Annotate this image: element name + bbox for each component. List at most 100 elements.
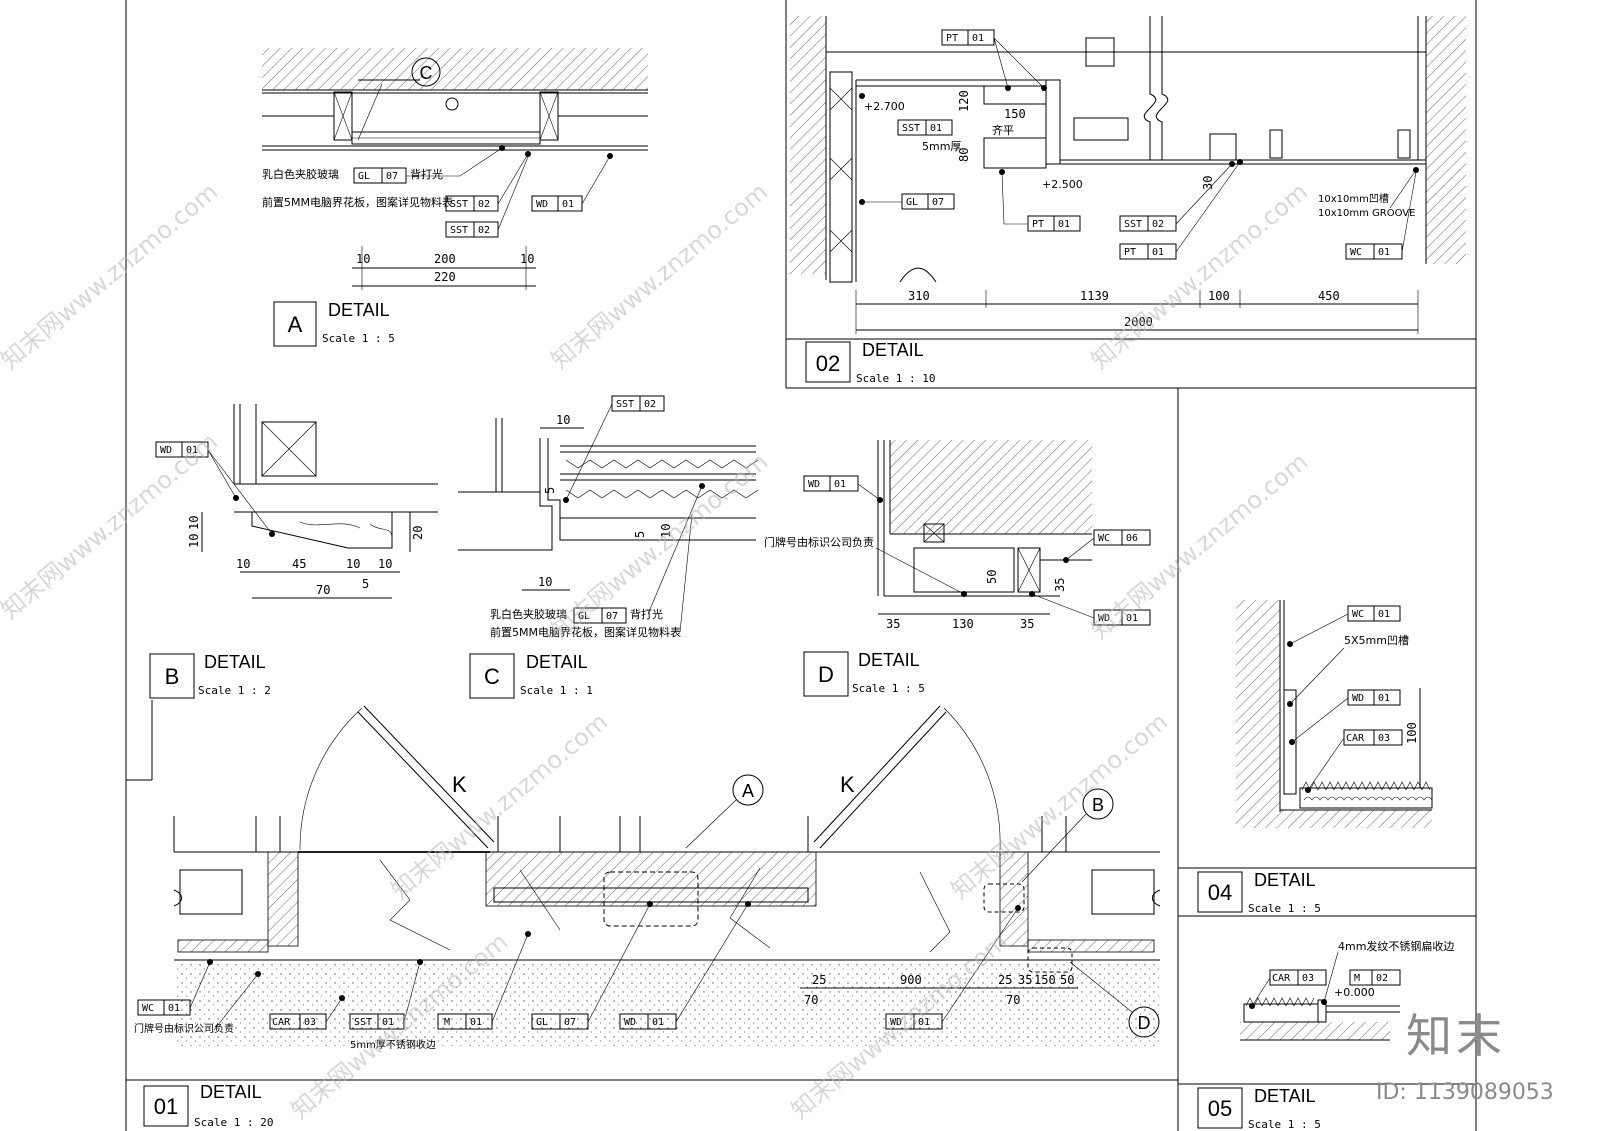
svg-text:02: 02 (1152, 219, 1164, 230)
svg-text:02: 02 (816, 351, 840, 376)
svg-text:100: 100 (1405, 722, 1419, 744)
detail-a-callout: C (411, 57, 441, 87)
svg-text:02: 02 (644, 399, 656, 410)
svg-text:10: 10 (236, 557, 250, 571)
svg-text:25: 25 (998, 973, 1012, 987)
svg-text:WD: WD (808, 479, 820, 490)
svg-text:GL: GL (906, 197, 918, 208)
svg-text:+0.000: +0.000 (1334, 986, 1375, 999)
svg-text:01: 01 (1152, 247, 1164, 258)
svg-text:10: 10 (378, 557, 392, 571)
svg-text:知末网www.znzmo.com: 知末网www.znzmo.com (946, 708, 1173, 905)
svg-text:01: 01 (168, 1003, 180, 1014)
svg-text:Scale 1 : 5: Scale 1 : 5 (1248, 902, 1321, 915)
svg-text:01: 01 (930, 123, 942, 134)
detail-c-drawing (458, 418, 759, 551)
svg-text:Scale 1 : 5: Scale 1 : 5 (322, 332, 395, 345)
svg-text:10: 10 (520, 252, 534, 266)
svg-text:CAR: CAR (272, 1017, 291, 1028)
svg-text:10: 10 (187, 534, 201, 548)
svg-text:01: 01 (1378, 609, 1390, 620)
svg-text:C: C (484, 664, 500, 689)
svg-text:SST: SST (1124, 219, 1142, 230)
detail-c-title: C DETAIL Scale 1 : 1 (469, 652, 593, 699)
svg-text:WC: WC (1350, 247, 1362, 258)
svg-text:01: 01 (652, 1017, 664, 1028)
svg-text:70: 70 (1006, 993, 1020, 1007)
svg-text:01: 01 (154, 1094, 178, 1119)
svg-text:GL: GL (578, 611, 590, 622)
svg-text:220: 220 (434, 270, 456, 284)
callout-a: A (742, 781, 754, 801)
brand-logo: 知末 (1406, 1000, 1536, 1063)
svg-text:10: 10 (538, 575, 552, 589)
callout-b: B (1092, 795, 1104, 815)
svg-text:50: 50 (985, 570, 999, 584)
svg-text:01: 01 (1378, 693, 1390, 704)
svg-text:知末网www.znzmo.com: 知末网www.znzmo.com (0, 178, 223, 375)
svg-text:WC: WC (1098, 533, 1110, 544)
svg-text:K: K (452, 772, 467, 797)
svg-text:CAR: CAR (1272, 973, 1291, 984)
svg-text:200: 200 (434, 252, 456, 266)
svg-text:前置5MM电脑界花板，图案详见物料表: 前置5MM电脑界花板，图案详见物料表 (490, 625, 681, 639)
svg-text:02: 02 (478, 199, 490, 210)
detail-04-title: 04 DETAIL Scale 1 : 5 (1197, 870, 1321, 915)
svg-text:5mm厚: 5mm厚 (922, 140, 961, 153)
svg-text:DETAIL: DETAIL (858, 650, 920, 670)
svg-text:DETAIL: DETAIL (200, 1082, 262, 1102)
svg-text:02: 02 (478, 225, 490, 236)
svg-text:WC: WC (1352, 609, 1364, 620)
svg-text:乳白色夹胶玻璃: 乳白色夹胶玻璃 (262, 167, 339, 181)
svg-text:DETAIL: DETAIL (1254, 1086, 1316, 1106)
detail-04-drawing (1236, 600, 1433, 828)
svg-text:70: 70 (316, 583, 330, 597)
svg-text:10: 10 (556, 413, 570, 427)
svg-text:1139: 1139 (1080, 289, 1109, 303)
svg-text:10: 10 (187, 516, 201, 530)
detail-01-drawing (173, 705, 1161, 1046)
svg-text:M: M (1354, 973, 1360, 984)
svg-text:背打光: 背打光 (410, 167, 443, 181)
svg-text:+2.700: +2.700 (864, 100, 905, 113)
svg-text:PT: PT (946, 33, 958, 44)
svg-text:乳白色夹胶玻璃: 乳白色夹胶玻璃 (490, 607, 567, 621)
svg-text:5: 5 (633, 531, 647, 538)
svg-text:WD: WD (890, 1017, 902, 1028)
svg-text:知末网www.znzmo.com: 知末网www.znzmo.com (1086, 178, 1313, 375)
svg-text:+2.500: +2.500 (1042, 178, 1083, 191)
svg-text:450: 450 (1318, 289, 1340, 303)
svg-text:背打光: 背打光 (630, 607, 663, 621)
svg-text:150: 150 (1034, 973, 1056, 987)
svg-text:齐平: 齐平 (992, 123, 1014, 137)
svg-text:4mm发纹不锈钢扁收边: 4mm发纹不锈钢扁收边 (1338, 939, 1454, 953)
svg-text:知末网www.znzmo.com: 知末网www.znzmo.com (546, 178, 773, 375)
svg-text:D: D (818, 662, 834, 687)
detail-02-dims: 310 1139 100 450 2000 (855, 289, 1419, 334)
detail-a-dims: 10 200 10 220 (352, 246, 536, 290)
detail-b-title: B DETAIL Scale 1 : 2 (149, 652, 271, 699)
detail-b-drawing (233, 404, 438, 549)
detail-d-drawing (877, 440, 1092, 597)
svg-text:130: 130 (952, 617, 974, 631)
svg-text:02: 02 (1376, 973, 1388, 984)
svg-text:M: M (444, 1017, 450, 1028)
svg-text:10: 10 (356, 252, 370, 266)
svg-text:01: 01 (382, 1017, 394, 1028)
svg-text:2000: 2000 (1124, 315, 1153, 329)
svg-text:25: 25 (812, 973, 826, 987)
svg-text:SST: SST (616, 399, 634, 410)
svg-text:03: 03 (1302, 973, 1314, 984)
detail-02-drawing (790, 16, 1466, 283)
svg-text:DETAIL: DETAIL (1254, 870, 1316, 890)
sheet-frame (125, 0, 1477, 1131)
svg-text:01: 01 (918, 1017, 930, 1028)
svg-text:B: B (165, 664, 180, 689)
svg-text:70: 70 (804, 993, 818, 1007)
svg-text:35: 35 (1020, 617, 1034, 631)
svg-text:门牌号由标识公司负责: 门牌号由标识公司负责 (134, 1022, 234, 1035)
svg-text:WD: WD (160, 445, 172, 456)
